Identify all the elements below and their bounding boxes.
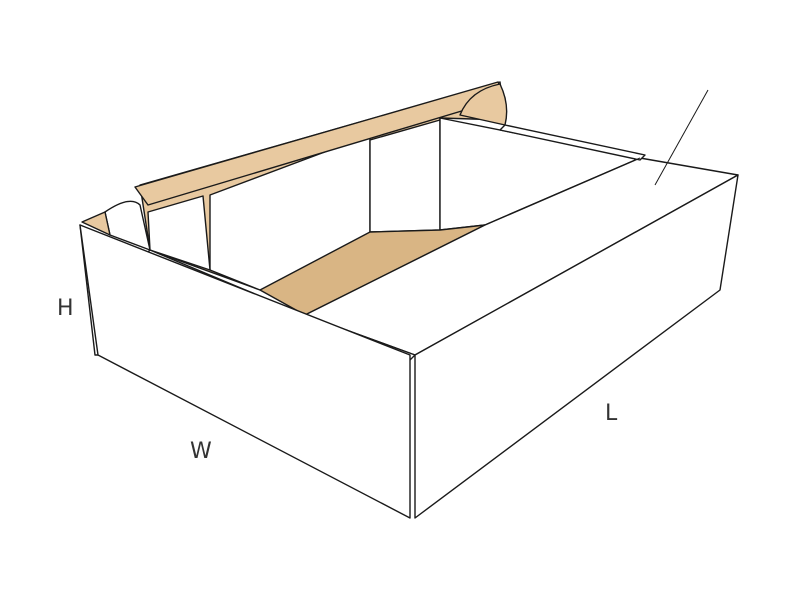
width-label: W: [190, 439, 212, 464]
lid-fold-line: [484, 157, 641, 226]
right-window-cutout: [369, 119, 441, 233]
height-label: H: [57, 296, 74, 321]
left-end-tab-kraft: [81, 211, 111, 236]
length-label: L: [605, 401, 618, 426]
back-right-rim: [499, 124, 646, 161]
left-window-cutout: [147, 195, 211, 271]
left-end-tab: [104, 200, 151, 251]
leader-line: [654, 89, 709, 186]
right-end-tab: [459, 83, 508, 126]
